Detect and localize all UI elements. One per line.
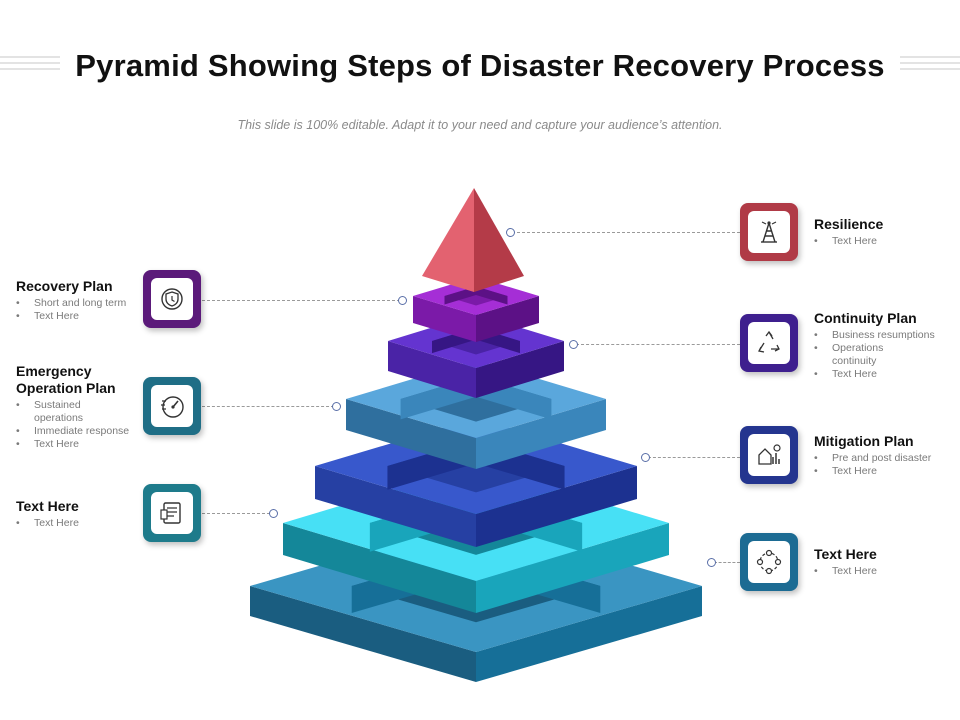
bullet-item: Text Here bbox=[814, 368, 954, 381]
pyramid-level-2-right-face bbox=[476, 341, 564, 398]
bullet-item: Short and long term bbox=[16, 297, 144, 310]
decorative-lines-right bbox=[900, 56, 960, 74]
pyramid-level-6-left-face bbox=[250, 586, 476, 682]
pyramid-level-3-right-face bbox=[476, 399, 606, 469]
connector-text-here-left bbox=[202, 513, 270, 514]
bullet-item: Text Here bbox=[814, 565, 954, 578]
pyramid-apex-left-face bbox=[422, 188, 474, 292]
bullet-item: Pre and post disaster bbox=[814, 452, 954, 465]
label-mitigation-plan: Mitigation Plan Pre and post disaster Te… bbox=[814, 433, 954, 478]
connector-dot-recovery-plan bbox=[398, 296, 407, 305]
mitigation-plan-icon-box bbox=[740, 426, 798, 484]
pyramid-level-5-left-face bbox=[283, 523, 476, 613]
label-resilience: Resilience Text Here bbox=[814, 216, 954, 248]
label-text-here-right: Text Here Text Here bbox=[814, 546, 954, 578]
pyramid-level-6-right-face bbox=[476, 586, 702, 682]
resilience-icon-box bbox=[740, 203, 798, 261]
continuity-plan-icon-box bbox=[740, 314, 798, 372]
text-here-left-icon-box bbox=[143, 484, 201, 542]
pyramid-level-3-left-face bbox=[346, 399, 476, 469]
label-title: Resilience bbox=[814, 216, 884, 232]
label-emergency-operation-plan: Emergency Operation Plan Sustainedoperat… bbox=[16, 363, 148, 451]
bullet-item: Text Here bbox=[814, 235, 954, 248]
shield-clock-icon bbox=[161, 288, 183, 310]
bullet-item: Business resumptions bbox=[814, 329, 954, 342]
pyramid-level-4-right-face bbox=[476, 466, 637, 547]
label-title-line-2: Operation Plan bbox=[16, 380, 116, 396]
pyramid-level-4-left-face bbox=[315, 466, 476, 547]
bullet-item: Text Here bbox=[16, 310, 144, 323]
label-continuity-plan: Continuity Plan Business resumptions Ope… bbox=[814, 310, 954, 381]
label-text-here-left: Text Here Text Here bbox=[16, 498, 144, 530]
connector-emergency-plan bbox=[202, 406, 334, 407]
connector-dot-mitigation-plan bbox=[641, 453, 650, 462]
text-here-right-icon-box bbox=[740, 533, 798, 591]
emergency-plan-icon-box bbox=[143, 377, 201, 435]
bullet-item: Text Here bbox=[16, 517, 144, 530]
recovery-plan-icon-box bbox=[143, 270, 201, 328]
connector-recovery-plan bbox=[202, 300, 400, 301]
pyramid-level-1-right-face bbox=[476, 296, 539, 342]
label-title: Recovery Plan bbox=[16, 278, 113, 294]
decorative-lines-left bbox=[0, 56, 60, 74]
pyramid-level-2-left-face bbox=[388, 341, 476, 398]
connector-mitigation-plan bbox=[648, 457, 740, 458]
connector-continuity-plan bbox=[576, 344, 740, 345]
connector-dot-emergency-plan bbox=[332, 402, 341, 411]
bullet-item: Text Here bbox=[814, 465, 954, 478]
page-title: Pyramid Showing Steps of Disaster Recove… bbox=[75, 48, 885, 83]
connector-dot-resilience bbox=[506, 228, 515, 237]
bullet-item: Immediate response bbox=[16, 425, 148, 438]
label-title: Mitigation Plan bbox=[814, 433, 914, 449]
connector-resilience bbox=[512, 232, 740, 233]
pyramid-level-1-left-face bbox=[413, 296, 476, 342]
document-list-icon bbox=[160, 502, 181, 524]
connector-text-here-right bbox=[714, 562, 740, 563]
page-subtitle: This slide is 100% editable. Adapt it to… bbox=[237, 118, 723, 132]
speedometer-icon bbox=[161, 396, 184, 418]
recycle-icon bbox=[758, 330, 780, 353]
tower-icon bbox=[761, 221, 777, 243]
cycle-icon bbox=[756, 549, 782, 575]
connector-dot-text-here-right bbox=[707, 558, 716, 567]
label-title: Text Here bbox=[814, 546, 877, 562]
pyramid-level-5-right-face bbox=[476, 523, 669, 613]
connector-dot-text-here-left bbox=[269, 509, 278, 518]
chart-house-icon bbox=[758, 444, 781, 465]
label-title: Text Here bbox=[16, 498, 79, 514]
label-recovery-plan: Recovery Plan Short and long term Text H… bbox=[16, 278, 144, 323]
bullet-item: Text Here bbox=[16, 438, 148, 451]
connector-dot-continuity-plan bbox=[569, 340, 578, 349]
pyramid-apex-right-face bbox=[474, 188, 524, 292]
label-title: Continuity Plan bbox=[814, 310, 917, 326]
label-title-line-1: Emergency bbox=[16, 363, 92, 379]
